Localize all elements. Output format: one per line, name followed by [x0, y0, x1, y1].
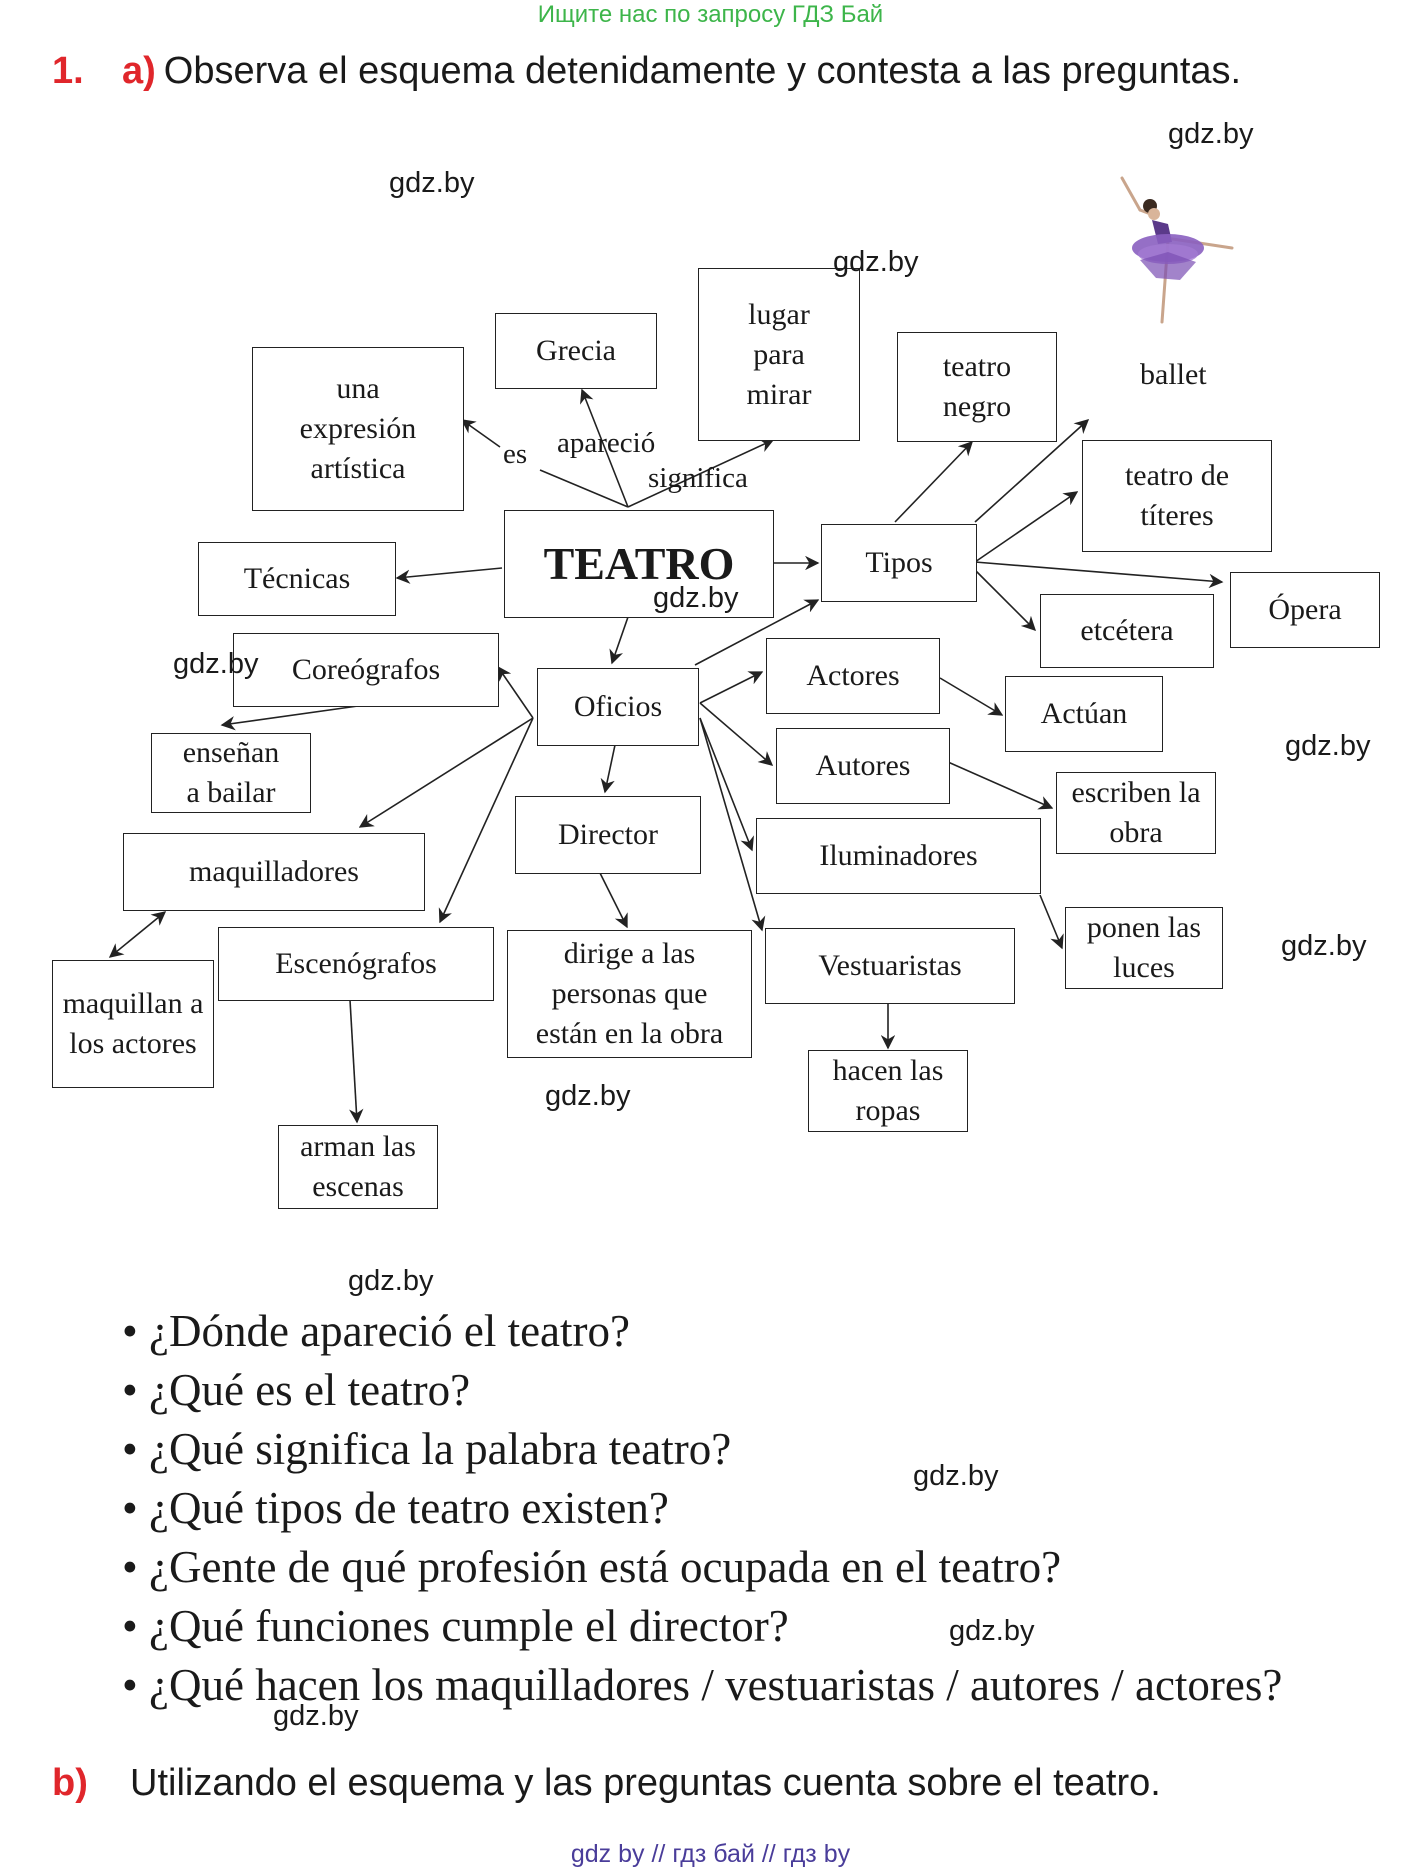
- arrow-to-tecnicas: [395, 567, 503, 584]
- box-expresion: una expresión artística: [252, 347, 464, 511]
- label-aparecio: apareció: [557, 427, 656, 459]
- arrow-to-opera: [974, 561, 1224, 589]
- box-teatro-negro: teatro negro: [897, 332, 1057, 442]
- task-number: 1.: [52, 50, 84, 92]
- box-maquillan: maquillan a los actores: [52, 960, 214, 1088]
- question-item: ¿Gente de qué profesión está ocupada en …: [122, 1538, 1282, 1597]
- box-maquilladores: maquilladores: [123, 833, 425, 911]
- arrow-to-expresion: [460, 419, 501, 448]
- arrow-to-arman: [349, 999, 364, 1124]
- task-b-letter: b): [52, 1762, 88, 1804]
- box-tipos: Tipos: [821, 524, 977, 602]
- arrow-to-ponen: [1039, 894, 1064, 950]
- box-opera: Ópera: [1230, 572, 1380, 648]
- arrow-to-grecia: [580, 388, 629, 508]
- arrow-to-oficios: [609, 616, 629, 665]
- arrow-to-escriben: [947, 761, 1054, 810]
- box-lugar: lugar para mirar: [698, 268, 860, 441]
- arrow-to-maquilladores: [358, 717, 534, 828]
- watermark: gdz.by: [653, 582, 739, 614]
- label-es: es: [503, 438, 528, 470]
- watermark: gdz.by: [1168, 118, 1254, 150]
- text-ballet: ballet: [1140, 358, 1207, 391]
- arrow-to-titeres: [974, 491, 1079, 563]
- box-ensenan: enseñan a bailar: [151, 733, 311, 813]
- watermark: gdz.by: [1285, 730, 1371, 762]
- arrow-to-teatro-negro: [894, 440, 973, 523]
- arrow-es-line: [539, 469, 629, 508]
- box-actuan: Actúan: [1005, 676, 1163, 752]
- arrow-to-iluminadores: [699, 717, 754, 852]
- watermark: gdz.by: [1281, 930, 1367, 962]
- top-banner[interactable]: Ищите нас по запросу ГДЗ Бай: [537, 1, 884, 28]
- task-b-heading: b) Utilizando el esquema y las preguntas …: [52, 1762, 1161, 1805]
- arrow-to-director: [600, 744, 616, 794]
- question-item: ¿Qué funciones cumple el director?: [122, 1597, 1282, 1656]
- arrow-to-dirige: [599, 872, 628, 929]
- box-tecnicas: Técnicas: [198, 542, 396, 616]
- watermark: gdz.by: [348, 1265, 434, 1297]
- watermark: gdz.by: [389, 167, 475, 199]
- arrow-to-coreografos: [497, 665, 534, 719]
- arrow-to-vestuaristas: [699, 717, 766, 932]
- question-list: ¿Dónde apareció el teatro? ¿Qué es el te…: [122, 1302, 1282, 1715]
- box-hacen: hacen las ropas: [808, 1050, 968, 1132]
- question-item: ¿Qué es el teatro?: [122, 1361, 1282, 1420]
- question-item: ¿Qué tipos de teatro existen?: [122, 1479, 1282, 1538]
- box-director: Director: [515, 796, 701, 874]
- task-b-text: Utilizando el esquema y las preguntas cu…: [130, 1762, 1161, 1804]
- box-grecia: Grecia: [495, 313, 657, 389]
- box-actores: Actores: [766, 638, 940, 714]
- arrow-to-escenografos: [438, 717, 534, 924]
- arrow-to-lugar: [627, 438, 775, 508]
- box-dirige: dirige a las personas que están en la ob…: [507, 930, 752, 1058]
- task-a-heading: 1. a)Observa el esquema detenidamente y c…: [52, 50, 1241, 93]
- arrow-to-actuan: [939, 677, 1004, 716]
- box-coreografos: Coreógrafos: [233, 633, 499, 707]
- box-escriben: escriben la obra: [1056, 772, 1216, 854]
- box-autores: Autores: [776, 728, 950, 804]
- arrow-to-etcetera: [974, 569, 1037, 632]
- question-item: ¿Qué hacen los maquilladores / vestuaris…: [122, 1656, 1282, 1715]
- ballerina-image: [1120, 176, 1234, 324]
- task-text: Observa el esquema detenidamente y conte…: [163, 50, 1242, 92]
- box-etcetera: etcétera: [1040, 594, 1214, 668]
- box-oficios: Oficios: [537, 668, 699, 746]
- arrow-to-ballet: [974, 419, 1090, 523]
- box-teatro-center: TEATRO: [504, 510, 774, 618]
- arrow-to-autores: [699, 702, 774, 766]
- arrow-to-actores: [699, 671, 764, 704]
- box-iluminadores: Iluminadores: [756, 818, 1041, 894]
- watermark: gdz.by: [833, 246, 919, 278]
- arrow-to-maquillan: [108, 911, 167, 958]
- footer-links[interactable]: gdz by // гдз бай // гдз by: [570, 1840, 851, 1868]
- box-ponen: ponen las luces: [1065, 907, 1223, 989]
- question-item: ¿Qué significa la palabra teatro?: [122, 1420, 1282, 1479]
- box-escenografos: Escenógrafos: [218, 927, 494, 1001]
- box-vestuaristas: Vestuaristas: [765, 928, 1015, 1004]
- watermark: gdz.by: [545, 1080, 631, 1112]
- watermark: gdz.by: [173, 648, 259, 680]
- box-titeres: teatro de títeres: [1082, 440, 1272, 552]
- arrow-oficios-tipos: [694, 599, 820, 666]
- box-arman: arman las escenas: [278, 1125, 438, 1209]
- task-letter: a): [122, 50, 156, 92]
- question-item: ¿Dónde apareció el teatro?: [122, 1302, 1282, 1361]
- label-significa: significa: [648, 462, 748, 494]
- arrow-to-ensenan: [220, 704, 366, 731]
